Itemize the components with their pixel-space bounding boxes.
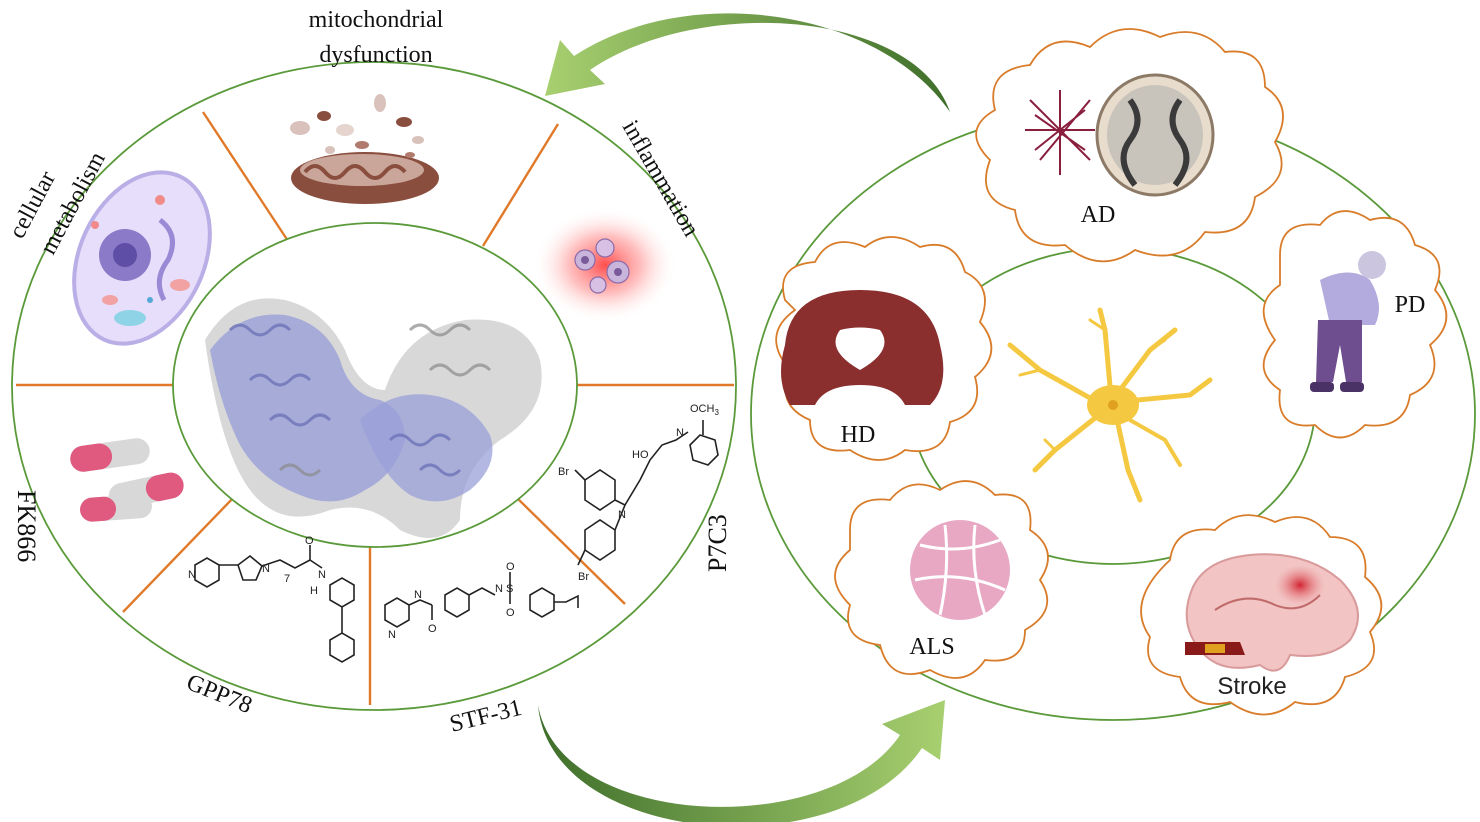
stf31-structure: N N O N S O O	[384, 561, 579, 641]
stf31-s: S	[506, 583, 513, 595]
p7c3-br-bottom: Br	[578, 571, 589, 583]
fk866-label: FK866	[12, 490, 41, 562]
bottom-curved-arrow	[538, 700, 945, 822]
pd-label: PD	[1395, 292, 1426, 318]
hd-cloud: HD	[775, 236, 993, 461]
gpp78-o: O	[305, 535, 314, 547]
inflammation-illustration	[533, 207, 677, 323]
top-curved-arrow	[545, 13, 950, 112]
gpp78-structure: N N 7 O N H	[188, 535, 355, 663]
nampt-protein-structure	[205, 298, 542, 538]
p7c3-ho: HO	[632, 449, 649, 461]
outer-circle-left	[11, 61, 737, 711]
p7c3-n: N	[618, 509, 626, 521]
stroke-label: Stroke	[1217, 673, 1286, 700]
stroke-brain	[1185, 553, 1359, 672]
stf31-nh2: N	[495, 583, 503, 595]
cell-illustration	[72, 170, 212, 346]
gpp78-n-triazole: N	[262, 563, 270, 575]
hd-label: HD	[841, 422, 876, 448]
ad-cloud: AD	[975, 28, 1284, 263]
gpp78-nh: N	[318, 569, 326, 581]
elderly-person-figure	[1310, 251, 1386, 392]
gpp78-seven: 7	[284, 573, 290, 585]
als-label: ALS	[909, 634, 954, 660]
p7c3-structure: Br Br N HO N OCH3	[558, 403, 719, 583]
dysfunction-label: dysfunction	[319, 42, 432, 68]
muscle-tissue-section	[910, 520, 1010, 620]
right-panel: AD PD HD	[750, 28, 1476, 721]
left-panel: mitochondrial dysfunction cellular metab…	[4, 7, 737, 738]
blood-vessel-clot	[1185, 642, 1245, 655]
pd-cloud: PD	[1262, 210, 1448, 439]
segment-dividers	[16, 111, 734, 705]
als-cloud: ALS	[834, 480, 1049, 679]
stroke-cloud: Stroke	[1140, 514, 1383, 716]
p7c3-och3: OCH3	[690, 403, 719, 417]
ad-brain	[1095, 73, 1215, 197]
mitochondrion-illustration	[290, 94, 439, 204]
amyloid-plaque	[1025, 90, 1095, 175]
gpp78-label: GPP78	[183, 669, 256, 719]
pills-illustration	[70, 438, 184, 522]
stf31-nh: N	[414, 589, 422, 601]
stf31-o-bottom: O	[506, 607, 515, 619]
p7c3-br-top: Br	[558, 466, 569, 478]
hd-brain-section	[781, 290, 944, 405]
gpp78-n-pyridine: N	[188, 569, 196, 581]
neuron-illustration	[1007, 307, 1213, 503]
p7c3-nh: N	[676, 427, 684, 439]
stf31-n: N	[388, 629, 396, 641]
stf31-o-top: O	[506, 561, 515, 573]
ad-label: AD	[1081, 202, 1116, 228]
p7c3-label: P7C3	[703, 514, 732, 572]
stf31-o: O	[428, 623, 437, 635]
mitochondrial-label: mitochondrial	[309, 7, 444, 33]
gpp78-h: H	[310, 585, 318, 597]
